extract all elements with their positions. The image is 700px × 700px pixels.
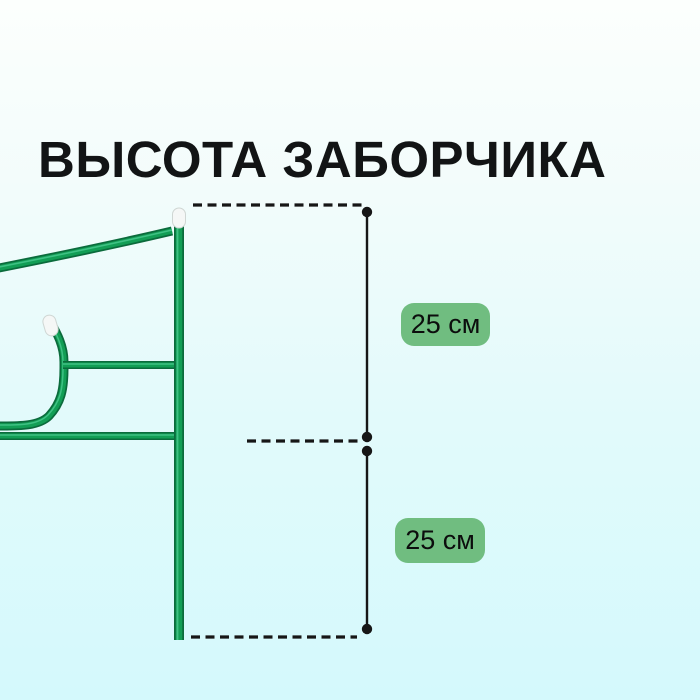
hook-white-cap (42, 314, 59, 337)
endpoint-dot-middle-lower (361, 445, 373, 457)
fence-bottom-crossbar (0, 432, 180, 440)
upper-measurement-badge: 25 см (401, 303, 490, 346)
lower-measurement-label: 25 см (405, 525, 475, 555)
endpoint-dot-bottom (361, 623, 373, 635)
measurement-endpoints (361, 206, 373, 635)
measurement-guides (191, 203, 369, 639)
fence-vertical-post (174, 224, 184, 640)
endpoint-dot-top (361, 206, 373, 218)
post-white-cap (172, 207, 186, 229)
endpoint-dot-middle-upper (361, 431, 373, 443)
upper-measurement-label: 25 см (410, 309, 481, 339)
fence-hook-tube (0, 320, 69, 431)
lower-measurement-badge: 25 см (395, 518, 485, 563)
fence-top-arc-tube (0, 226, 174, 273)
fence-middle-crossbar (63, 361, 180, 369)
page-title: ВЫСОТА ЗАБОРЧИКА (38, 131, 607, 189)
